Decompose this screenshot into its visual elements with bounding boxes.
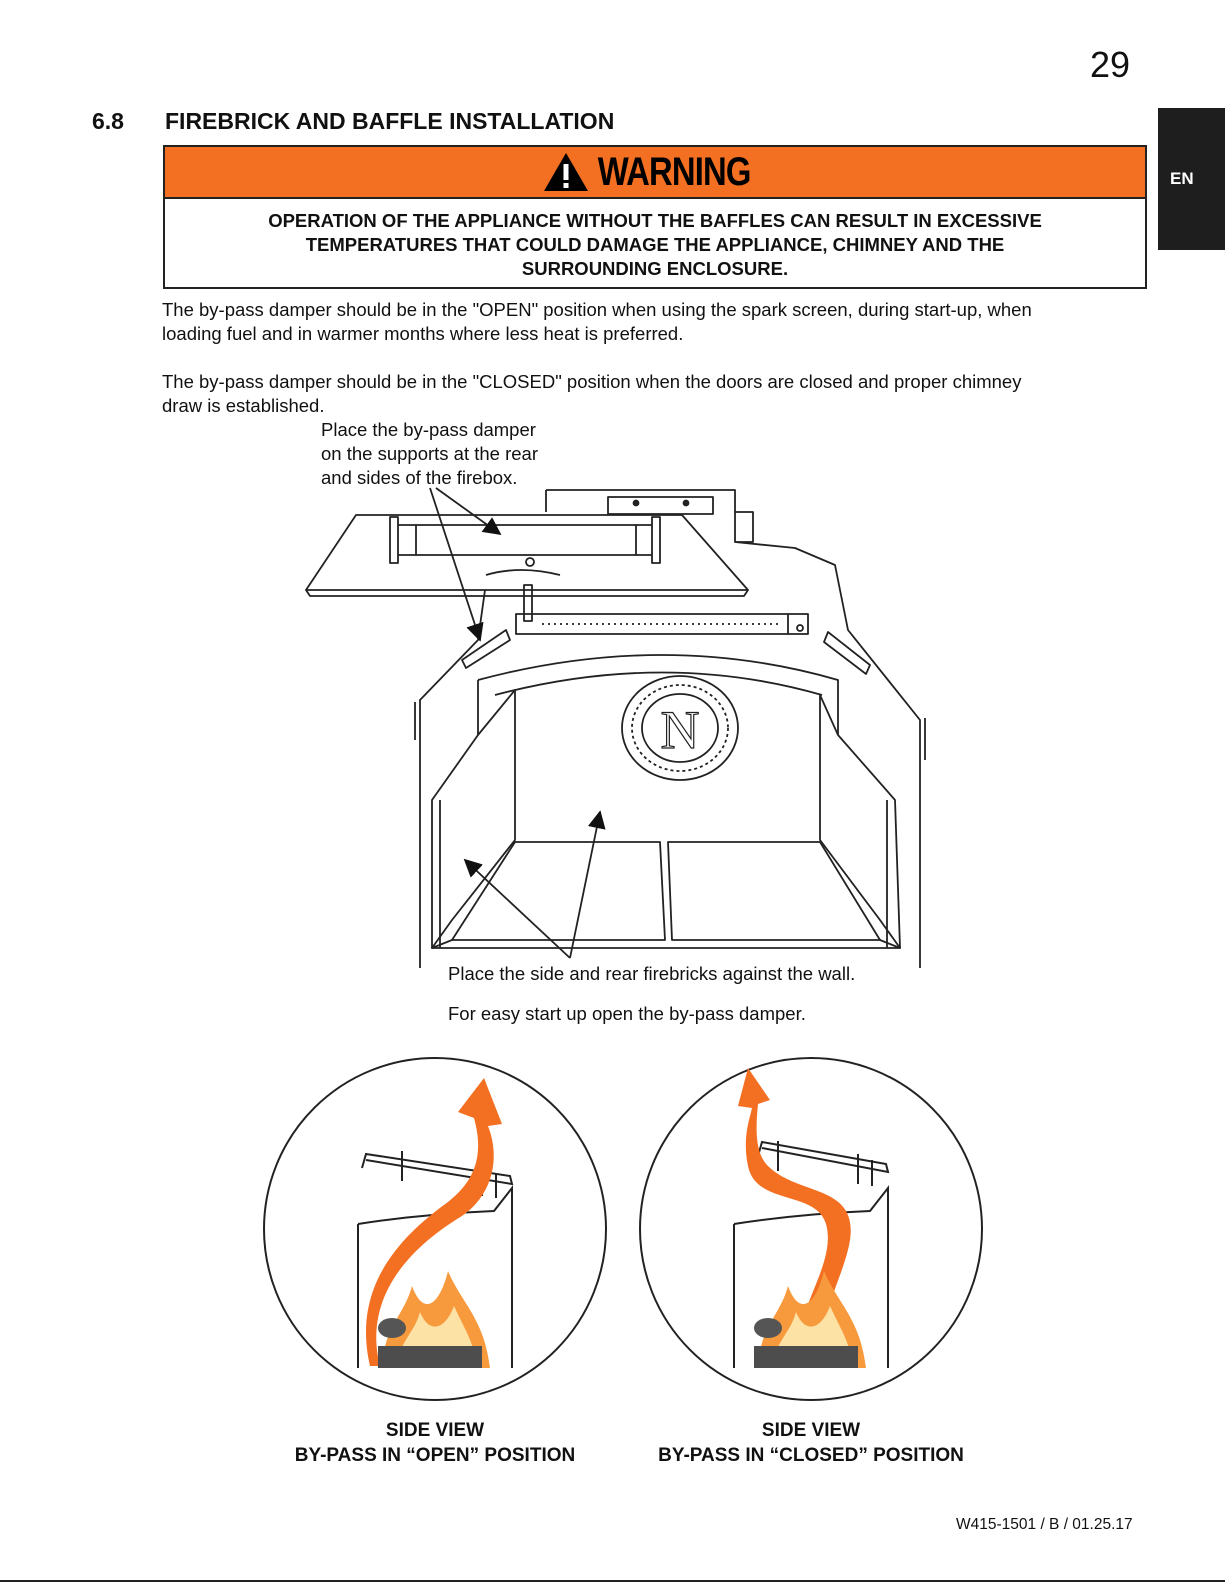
flame-flow-open xyxy=(366,1078,502,1366)
warning-label: WARNING xyxy=(597,149,752,194)
language-tab: EN xyxy=(1158,108,1225,250)
warning-line: TEMPERATURES THAT COULD DAMAGE THE APPLI… xyxy=(305,234,1005,255)
language-label: EN xyxy=(1170,169,1194,188)
logo-letter: N xyxy=(661,700,700,760)
warning-box: WARNING OPERATION OF THE APPLIANCE WITHO… xyxy=(163,145,1147,289)
warning-bar: WARNING xyxy=(165,147,1145,199)
section-number: 6.8 xyxy=(92,108,124,134)
air-tube xyxy=(515,613,789,635)
callout-line: on the supports at the rear xyxy=(321,443,538,464)
paragraph-line: The by-pass damper should be in the "CLO… xyxy=(162,371,1022,392)
bypass-damper xyxy=(305,514,749,591)
paragraph-line: The by-pass damper should be in the "OPE… xyxy=(162,299,1032,320)
side-firebrick-right xyxy=(819,694,901,949)
warning-text: OPERATION OF THE APPLIANCE WITHOUT THE B… xyxy=(165,199,1145,281)
paragraph-line: draw is established. xyxy=(162,395,325,416)
warning-triangle-icon xyxy=(543,153,588,191)
paragraph-open-position: The by-pass damper should be in the "OPE… xyxy=(162,298,1152,346)
document-code: W415-1501 / B / 01.25.17 xyxy=(956,1516,1133,1533)
flue-plate xyxy=(607,496,714,515)
side-view-open-figure xyxy=(263,1057,607,1401)
section-heading: 6.8 FIREBRICK AND BAFFLE INSTALLATION xyxy=(92,108,614,135)
caption-line: BY-PASS IN “CLOSED” POSITION xyxy=(658,1445,964,1466)
easy-start-note: For easy start up open the by-pass dampe… xyxy=(448,1003,806,1024)
callout-line: Place the by-pass damper xyxy=(321,419,536,440)
caption-line: SIDE VIEW xyxy=(385,1420,485,1441)
caption-closed: SIDE VIEW BY-PASS IN “CLOSED” POSITION xyxy=(618,1418,1004,1468)
side-firebrick-left xyxy=(431,689,516,949)
caption-line: SIDE VIEW xyxy=(761,1420,861,1441)
page-bottom-rule xyxy=(0,1580,1225,1582)
damper-callout: Place the by-pass damper on the supports… xyxy=(321,418,538,490)
floor-firebrick-left xyxy=(451,841,666,941)
flue-collar xyxy=(545,489,736,512)
firebox-body xyxy=(419,541,921,968)
firebrick-callout: Place the side and rear firebricks again… xyxy=(448,963,856,984)
section-title: FIREBRICK AND BAFFLE INSTALLATION xyxy=(165,108,615,134)
rear-wall xyxy=(477,654,839,735)
paragraph-line: loading fuel and in warmer months where … xyxy=(162,323,684,344)
warning-line: SURROUNDING ENCLOSURE. xyxy=(521,258,789,279)
fire-logs-open xyxy=(378,1271,490,1368)
logo-crest xyxy=(621,675,739,781)
floor-firebrick-right xyxy=(667,841,881,941)
caption-open: SIDE VIEW BY-PASS IN “OPEN” POSITION xyxy=(262,1418,608,1468)
right-support xyxy=(823,631,871,675)
warning-line: OPERATION OF THE APPLIANCE WITHOUT THE B… xyxy=(268,210,1042,231)
page-number: 29 xyxy=(1090,44,1131,85)
callout-line: and sides of the firebox. xyxy=(321,467,518,488)
paragraph-closed-position: The by-pass damper should be in the "CLO… xyxy=(162,370,1152,418)
side-view-closed-figure xyxy=(639,1057,983,1401)
caption-line: BY-PASS IN “OPEN” POSITION xyxy=(294,1445,576,1466)
firebox-diagram: N xyxy=(305,487,926,968)
left-support xyxy=(461,629,511,669)
fire-logs-closed xyxy=(754,1271,866,1368)
